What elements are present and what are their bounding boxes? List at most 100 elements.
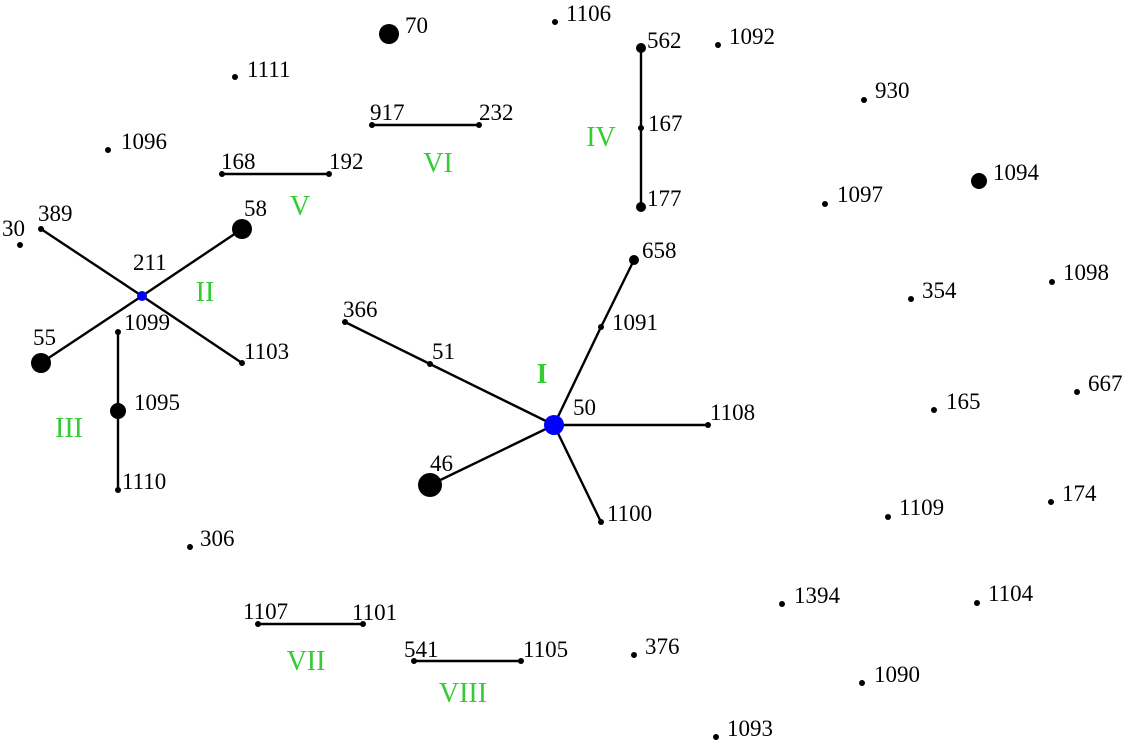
node-1090 <box>859 680 865 686</box>
group-label-I: I <box>537 359 548 390</box>
node-label-167: 167 <box>648 111 683 136</box>
node-label-165: 165 <box>946 389 981 414</box>
node-label-917: 917 <box>370 100 405 125</box>
node-label-55: 55 <box>33 325 56 350</box>
node-label-1091: 1091 <box>612 310 658 335</box>
node-1104 <box>974 600 980 606</box>
node-label-1095: 1095 <box>134 390 180 415</box>
node-1100 <box>598 519 604 525</box>
group-label-IV: IV <box>586 122 616 153</box>
node-label-930: 930 <box>875 78 910 103</box>
node-30 <box>17 242 23 248</box>
node-label-658: 658 <box>642 238 677 263</box>
node-label-1104: 1104 <box>988 581 1034 606</box>
node-1110 <box>115 487 121 493</box>
node-1107 <box>255 621 261 627</box>
node-label-366: 366 <box>343 297 378 322</box>
node-51 <box>427 361 433 367</box>
node-label-541: 541 <box>404 637 439 662</box>
node-562 <box>636 43 646 53</box>
node-label-1098: 1098 <box>1063 260 1109 285</box>
node-label-1092: 1092 <box>729 24 775 49</box>
node-165 <box>931 407 937 413</box>
node-1103 <box>239 360 245 366</box>
node-1095 <box>110 403 126 419</box>
node-177 <box>636 202 646 212</box>
edge-50-1100 <box>552 423 603 524</box>
node-label-1111: 1111 <box>247 57 290 82</box>
node-label-168: 168 <box>221 149 256 174</box>
node-667 <box>1074 389 1080 395</box>
node-label-1107: 1107 <box>243 599 288 624</box>
node-1093 <box>713 734 719 740</box>
node-1106 <box>552 19 558 25</box>
node-389 <box>38 226 44 232</box>
node-1092 <box>715 42 721 48</box>
node-label-1109: 1109 <box>899 495 944 520</box>
node-366 <box>342 319 348 325</box>
node-1109 <box>885 514 891 520</box>
group-label-II: II <box>196 277 215 308</box>
node-label-1101: 1101 <box>352 600 397 625</box>
node-label-1394: 1394 <box>794 583 841 608</box>
node-50 <box>544 415 564 435</box>
node-label-1093: 1093 <box>727 716 773 741</box>
node-1091 <box>598 324 604 330</box>
node-label-46: 46 <box>430 451 453 476</box>
group-label-V: V <box>290 191 310 222</box>
node-211 <box>137 291 147 301</box>
node-1108 <box>705 422 711 428</box>
node-192 <box>326 171 332 177</box>
node-58 <box>232 219 252 239</box>
node-168 <box>219 171 225 177</box>
node-label-51: 51 <box>432 339 455 364</box>
node-label-30: 30 <box>2 216 25 241</box>
edge-50-46 <box>428 423 556 487</box>
edge-211-389 <box>39 227 144 298</box>
node-1394 <box>779 601 785 607</box>
node-46 <box>418 473 442 497</box>
node-1099 <box>115 329 121 335</box>
node-1111 <box>232 74 238 80</box>
node-label-211: 211 <box>133 250 167 275</box>
node-label-174: 174 <box>1062 481 1097 506</box>
group-label-VII: VII <box>287 646 326 677</box>
node-label-1099: 1099 <box>124 310 170 335</box>
node-541 <box>411 658 417 664</box>
edge-1091-658 <box>599 258 636 329</box>
node-label-70: 70 <box>405 13 428 38</box>
node-917 <box>369 122 375 128</box>
node-167 <box>638 125 644 131</box>
edge-50-1091 <box>552 325 603 427</box>
node-label-1090: 1090 <box>874 662 920 687</box>
node-label-376: 376 <box>645 634 680 659</box>
node-label-1108: 1108 <box>710 400 755 425</box>
node-55 <box>31 353 51 373</box>
node-label-1096: 1096 <box>121 129 167 154</box>
node-376 <box>631 652 637 658</box>
node-1097 <box>822 201 828 207</box>
group-label-III: III <box>55 413 83 444</box>
node-label-1106: 1106 <box>566 1 611 26</box>
node-232 <box>476 122 482 128</box>
node-1096 <box>105 147 111 153</box>
edge-211-55 <box>39 294 144 365</box>
node-label-389: 389 <box>38 201 73 226</box>
node-label-354: 354 <box>922 278 957 303</box>
node-1105 <box>518 658 524 664</box>
node-label-232: 232 <box>479 100 514 125</box>
node-930 <box>861 97 867 103</box>
node-label-58: 58 <box>244 196 267 221</box>
node-label-50: 50 <box>573 395 596 420</box>
edge-51-366 <box>343 320 432 366</box>
edge-211-58 <box>140 227 244 298</box>
node-306 <box>187 544 193 550</box>
node-1098 <box>1049 279 1055 285</box>
node-label-177: 177 <box>647 186 682 211</box>
group-label-VI: VI <box>423 148 453 179</box>
node-174 <box>1048 499 1054 505</box>
node-label-1094: 1094 <box>993 160 1040 185</box>
